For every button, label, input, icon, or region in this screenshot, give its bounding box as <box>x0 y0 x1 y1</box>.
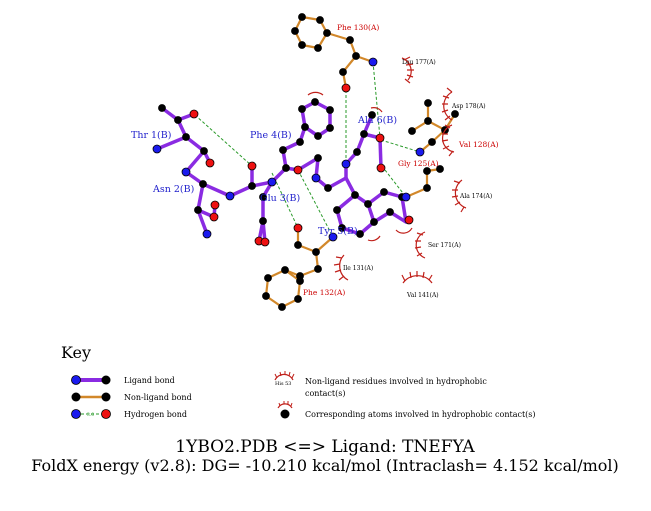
atoms <box>152 13 459 311</box>
label-ser171: Ser 171(A) <box>428 242 461 249</box>
legend-hydrophobic-sample: His 53 <box>275 381 291 387</box>
hydrophobic-arcs <box>307 56 467 284</box>
label-thr1: Thr 1(B) <box>131 130 171 141</box>
legend-hydrophobic-atoms: Corresponding atoms involved in hydropho… <box>305 410 536 419</box>
label-phe132: Phe 132(A) <box>303 288 345 297</box>
footer-line1: 1YBO2.PDB <=> Ligand: TNEFYA <box>175 437 475 457</box>
label-phe130: Phe 130(A) <box>337 23 379 32</box>
legend-ligand-bond: Ligand bond <box>124 376 175 385</box>
label-ile131: Ile 131(A) <box>343 265 373 272</box>
label-ala174: Ala 174(A) <box>459 193 492 200</box>
legend-hydrophobic-residues-line2: contact(s) <box>305 389 345 398</box>
legend: Key Ligand bond Non-ligand bond 3.0 Hydr… <box>61 343 536 419</box>
footer: 1YBO2.PDB <=> Ligand: TNEFYA FoldX energ… <box>31 437 619 475</box>
label-asp178: Asp 178(A) <box>451 103 486 110</box>
legend-hydrophobic-residues-line1: Non-ligand residues involved in hydropho… <box>305 377 487 386</box>
hydrogen-bonds <box>194 61 421 238</box>
legend-hydrogen-bond: Hydrogen bond <box>124 410 187 419</box>
label-tyr5: Tyr 5(B) <box>318 226 358 237</box>
legend-title: Key <box>61 343 91 362</box>
residue-labels: Thr 1(B) Asn 2(B) Glu 3(B) Phe 4(B) Tyr … <box>131 23 499 299</box>
label-phe4: Phe 4(B) <box>250 130 292 141</box>
footer-line2: FoldX energy (v2.8): DG= -10.210 kcal/mo… <box>31 456 619 475</box>
legend-non-ligand-bond: Non-ligand bond <box>124 393 192 402</box>
label-val128: Val 128(A) <box>458 140 499 149</box>
label-leu177: Leu 177(A) <box>402 59 436 66</box>
label-asn2: Asn 2(B) <box>152 184 194 195</box>
label-gly125: Gly 125(A) <box>398 159 439 168</box>
label-glu3: Glu 3(B) <box>260 193 300 204</box>
legend-hbond-distance: 3.0 <box>87 412 94 418</box>
label-ala6: Ala 6(B) <box>357 115 397 126</box>
label-val141: Val 141(A) <box>406 292 439 299</box>
